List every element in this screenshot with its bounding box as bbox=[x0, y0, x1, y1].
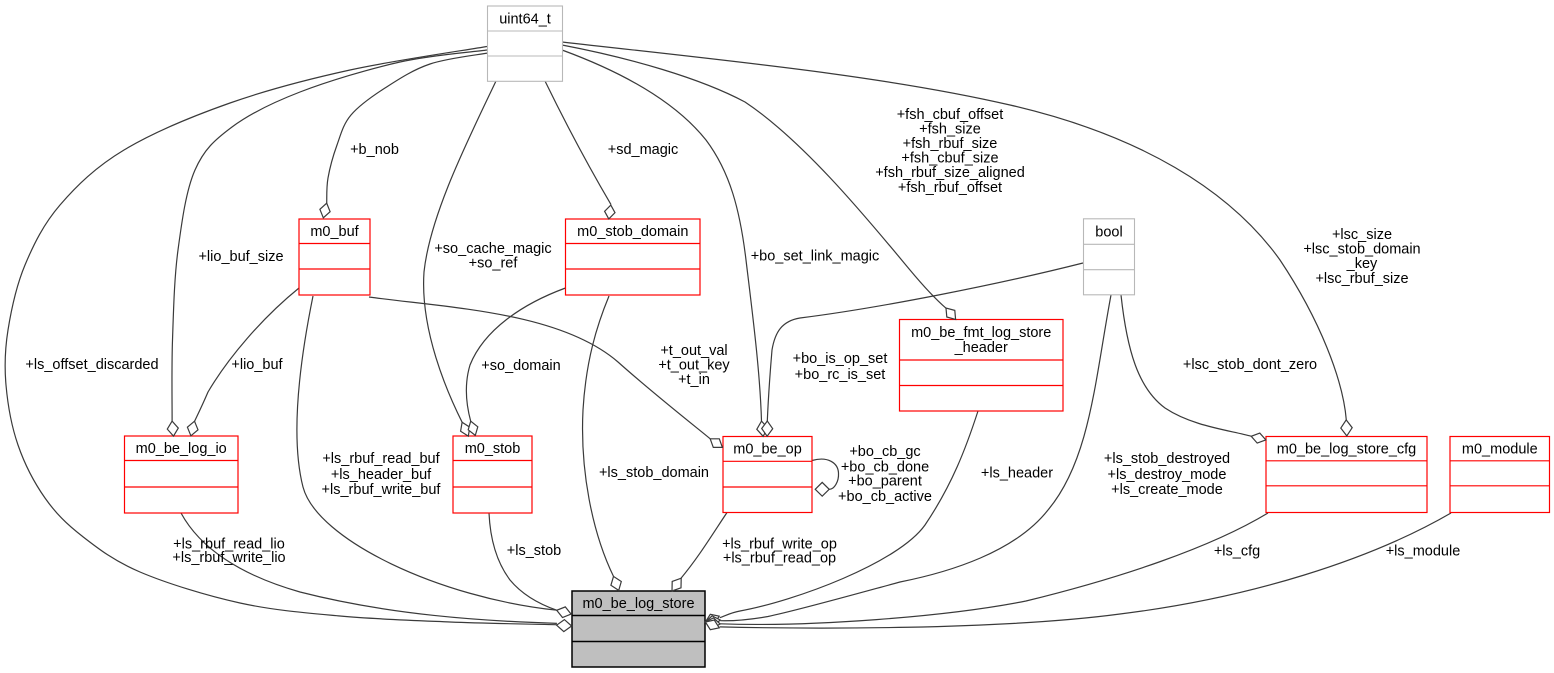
svg-text:uint64_t: uint64_t bbox=[499, 11, 551, 27]
svg-text:+ls_header_buf: +ls_header_buf bbox=[331, 467, 432, 483]
svg-text:m0_stob: m0_stob bbox=[465, 441, 521, 457]
svg-text:+bo_cb_done: +bo_cb_done bbox=[841, 460, 929, 476]
svg-text:+ls_destroy_mode: +ls_destroy_mode bbox=[1108, 467, 1227, 483]
svg-text:m0_be_log_store_cfg: m0_be_log_store_cfg bbox=[1277, 441, 1416, 457]
svg-text:+lio_buf: +lio_buf bbox=[231, 357, 283, 373]
svg-text:+ls_rbuf_read_lio: +ls_rbuf_read_lio bbox=[173, 537, 285, 553]
svg-text:+ls_cfg: +ls_cfg bbox=[1214, 544, 1260, 560]
svg-text:+b_nob: +b_nob bbox=[350, 142, 399, 158]
svg-text:+lsc_stob_dont_zero: +lsc_stob_dont_zero bbox=[1183, 357, 1317, 373]
svg-text:+lsc_size: +lsc_size bbox=[1332, 227, 1392, 243]
svg-text:+ls_rbuf_write_op: +ls_rbuf_write_op bbox=[722, 537, 837, 553]
svg-text:m0_module: m0_module bbox=[1462, 441, 1538, 457]
svg-text:+ls_offset_discarded: +ls_offset_discarded bbox=[25, 357, 158, 373]
svg-text:+bo_parent: +bo_parent bbox=[848, 474, 922, 490]
svg-text:+fsh_size: +fsh_size bbox=[919, 122, 981, 138]
svg-text:m0_stob_domain: m0_stob_domain bbox=[577, 224, 688, 240]
svg-text:+ls_module: +ls_module bbox=[1386, 544, 1461, 560]
svg-text:m0_be_op: m0_be_op bbox=[733, 442, 802, 458]
svg-text:+fsh_cbuf_size: +fsh_cbuf_size bbox=[901, 151, 998, 167]
svg-text:+lsc_rbuf_size: +lsc_rbuf_size bbox=[1315, 271, 1408, 287]
svg-text:+bo_cb_active: +bo_cb_active bbox=[838, 489, 932, 505]
svg-text:+so_domain: +so_domain bbox=[481, 358, 560, 374]
svg-text:+ls_rbuf_read_op: +ls_rbuf_read_op bbox=[723, 551, 836, 567]
svg-text:m0_buf: m0_buf bbox=[310, 224, 359, 240]
svg-text:_header: _header bbox=[954, 340, 1008, 356]
svg-text:+fsh_rbuf_size: +fsh_rbuf_size bbox=[903, 136, 998, 152]
svg-text:m0_be_log_store: m0_be_log_store bbox=[582, 596, 694, 612]
svg-text:+t_out_val: +t_out_val bbox=[660, 343, 727, 359]
svg-text:+sd_magic: +sd_magic bbox=[608, 142, 679, 158]
svg-text:+ls_header: +ls_header bbox=[981, 466, 1053, 482]
svg-text:+ls_stob: +ls_stob bbox=[507, 543, 561, 559]
svg-text:+so_cache_magic: +so_cache_magic bbox=[434, 241, 551, 257]
svg-text:+fsh_rbuf_size_aligned: +fsh_rbuf_size_aligned bbox=[875, 165, 1025, 181]
svg-text:+bo_cb_gc: +bo_cb_gc bbox=[849, 444, 920, 460]
svg-text:+bo_set_link_magic: +bo_set_link_magic bbox=[751, 249, 880, 265]
svg-text:+ls_stob_domain: +ls_stob_domain bbox=[599, 465, 709, 481]
svg-text:+lio_buf_size: +lio_buf_size bbox=[198, 249, 283, 265]
svg-text:+fsh_rbuf_offset: +fsh_rbuf_offset bbox=[898, 180, 1002, 196]
svg-text:+ls_stob_destroyed: +ls_stob_destroyed bbox=[1104, 451, 1230, 467]
svg-text:+lsc_stob_domain: +lsc_stob_domain bbox=[1303, 242, 1420, 258]
svg-text:+bo_rc_is_set: +bo_rc_is_set bbox=[795, 367, 886, 383]
svg-text:+ls_rbuf_read_buf: +ls_rbuf_read_buf bbox=[322, 451, 440, 467]
svg-text:+ls_rbuf_write_buf: +ls_rbuf_write_buf bbox=[322, 482, 442, 498]
svg-text:+fsh_cbuf_offset: +fsh_cbuf_offset bbox=[897, 107, 1004, 123]
svg-text:_key: _key bbox=[1346, 256, 1378, 272]
svg-text:+t_in: +t_in bbox=[678, 372, 710, 388]
svg-text:+bo_is_op_set: +bo_is_op_set bbox=[793, 351, 888, 367]
svg-text:+t_out_key: +t_out_key bbox=[658, 358, 730, 374]
svg-text:m0_be_fmt_log_store: m0_be_fmt_log_store bbox=[911, 325, 1051, 341]
svg-text:m0_be_log_io: m0_be_log_io bbox=[136, 441, 227, 457]
svg-text:+ls_create_mode: +ls_create_mode bbox=[1111, 482, 1223, 498]
svg-text:+ls_rbuf_write_lio: +ls_rbuf_write_lio bbox=[172, 550, 285, 566]
svg-text:+so_ref: +so_ref bbox=[469, 256, 519, 272]
svg-text:bool: bool bbox=[1095, 224, 1122, 240]
